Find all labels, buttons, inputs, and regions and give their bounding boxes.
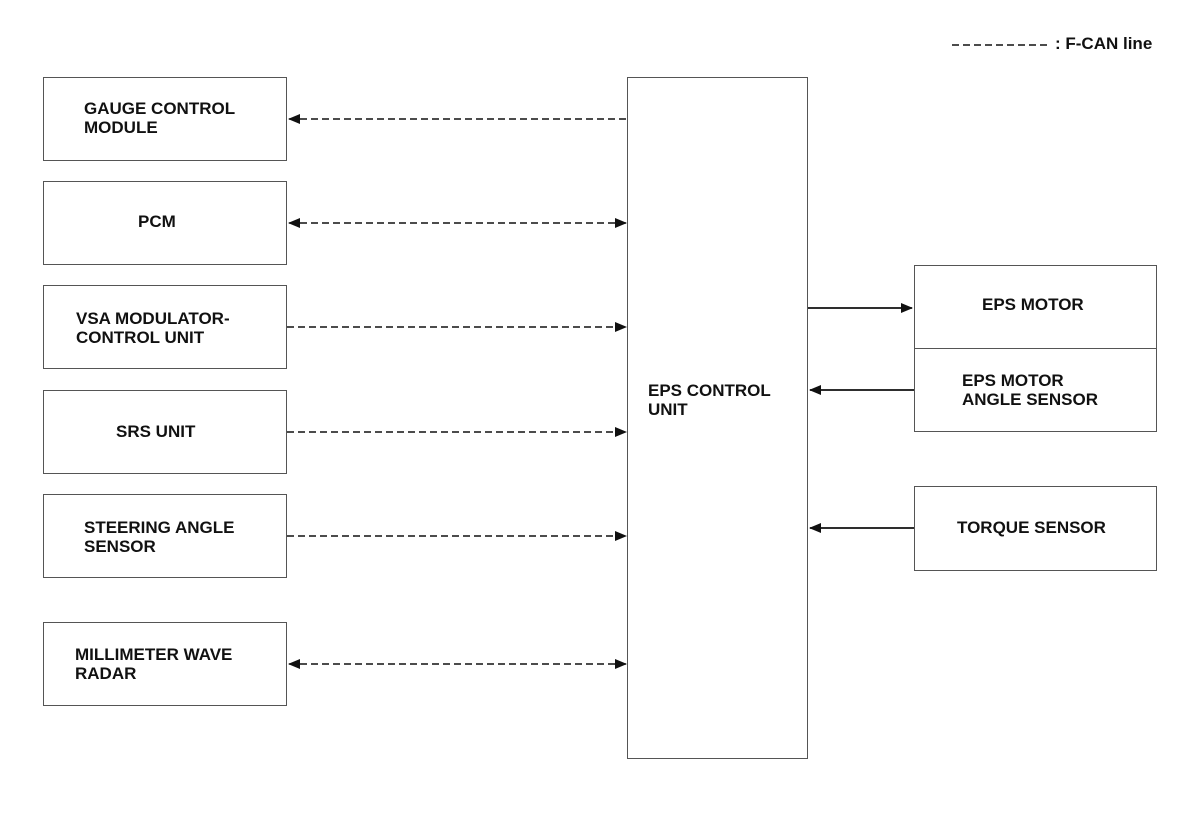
steering-angle-sensor-box: STEERING ANGLE SENSOR xyxy=(43,494,287,578)
eps-motor-box: EPS MOTOR xyxy=(914,265,1157,350)
millimeter-wave-radar-box: MILLIMETER WAVE RADAR xyxy=(43,622,287,706)
torque-sensor-box: TORQUE SENSOR xyxy=(914,486,1157,571)
gauge-control-module-box: GAUGE CONTROL MODULE xyxy=(43,77,287,161)
eps-motor-label: EPS MOTOR xyxy=(982,295,1084,314)
vsa-modulator-control-unit-box: VSA MODULATOR- CONTROL UNIT xyxy=(43,285,287,369)
eps-control-unit-label: EPS CONTROL UNIT xyxy=(648,381,771,419)
gauge-control-module-label: GAUGE CONTROL MODULE xyxy=(84,99,236,137)
pcm-box: PCM xyxy=(43,181,287,265)
legend-label: : F-CAN line xyxy=(1055,34,1153,53)
pcm-label: PCM xyxy=(138,212,176,231)
srs-unit-label: SRS UNIT xyxy=(116,422,196,441)
steering-angle-sensor-label: STEERING ANGLE SENSOR xyxy=(84,518,235,556)
torque-sensor-label: TORQUE SENSOR xyxy=(957,518,1106,537)
vsa-modulator-control-unit-label: VSA MODULATOR- CONTROL UNIT xyxy=(76,309,230,347)
millimeter-wave-radar-label: MILLIMETER WAVE RADAR xyxy=(75,645,233,683)
eps-motor-angle-sensor-box: EPS MOTOR ANGLE SENSOR xyxy=(914,348,1157,432)
eps-control-unit-box: EPS CONTROL UNIT xyxy=(627,77,808,759)
eps-motor-angle-sensor-label: EPS MOTOR ANGLE SENSOR xyxy=(962,371,1099,409)
srs-unit-box: SRS UNIT xyxy=(43,390,287,474)
